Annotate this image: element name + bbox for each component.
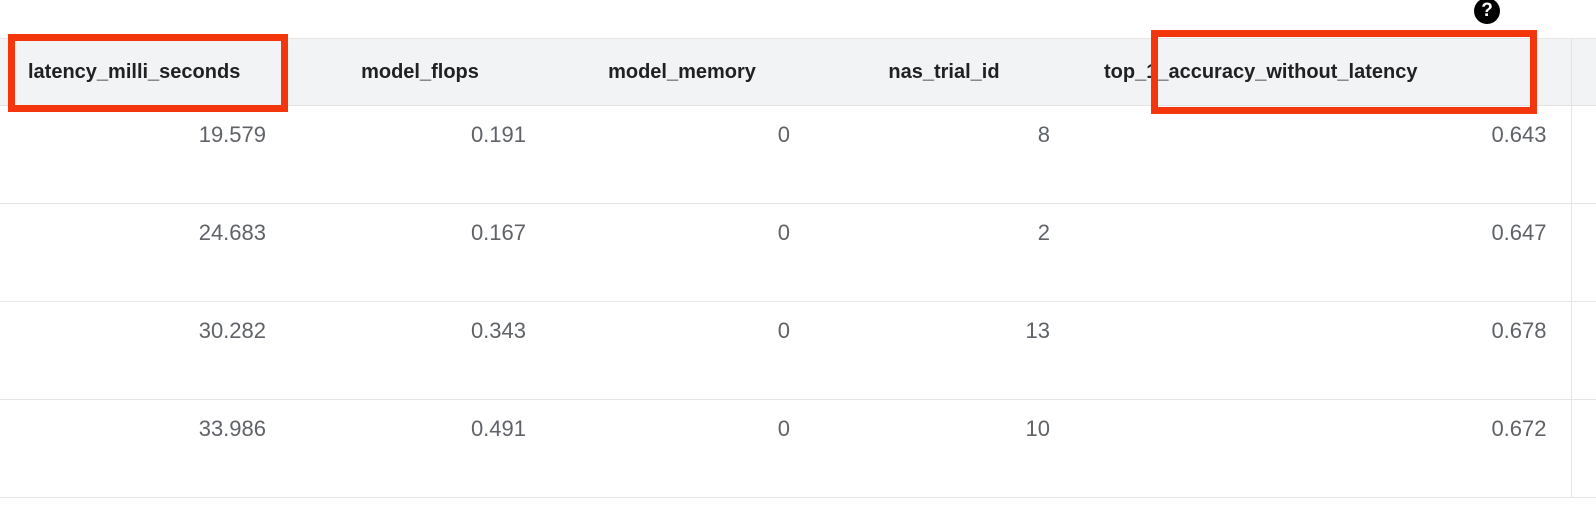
cell-nas-trial-id: 13 (814, 301, 1074, 400)
cell-model-memory: 0 (550, 203, 814, 302)
column-header-nas-trial-id[interactable]: nas_trial_id (814, 38, 1074, 106)
table-row[interactable]: 24.683 0.167 0 2 0.647 (0, 203, 1596, 302)
cell-nas-trial-id: 8 (814, 105, 1074, 204)
column-header-model-flops[interactable]: model_flops (290, 38, 550, 106)
results-table: latency_milli_seconds model_flops model_… (0, 38, 1596, 498)
cell-spacer (1571, 301, 1596, 400)
column-header-model-memory[interactable]: model_memory (550, 38, 814, 106)
table-row[interactable]: 30.282 0.343 0 13 0.678 (0, 301, 1596, 400)
cell-nas-trial-id: 10 (814, 399, 1074, 498)
cell-nas-trial-id: 2 (814, 203, 1074, 302)
cell-top-1-accuracy: 0.678 (1074, 301, 1572, 400)
table-body: 19.579 0.191 0 8 0.643 24.683 0.167 0 2 … (0, 105, 1596, 498)
table-header-row: latency_milli_seconds model_flops model_… (0, 38, 1596, 106)
cell-model-flops: 0.491 (290, 399, 550, 498)
cell-model-memory: 0 (550, 105, 814, 204)
help-icon[interactable]: ? (1474, 0, 1500, 24)
cell-model-flops: 0.191 (290, 105, 550, 204)
cell-top-1-accuracy: 0.647 (1074, 203, 1572, 302)
cell-spacer (1571, 105, 1596, 204)
cell-latency-milli-seconds: 33.986 (0, 399, 290, 498)
cell-model-flops: 0.167 (290, 203, 550, 302)
column-header-latency-milli-seconds[interactable]: latency_milli_seconds (0, 38, 290, 106)
cell-top-1-accuracy: 0.672 (1074, 399, 1572, 498)
cell-latency-milli-seconds: 19.579 (0, 105, 290, 204)
column-header-top-1-accuracy-without-latency[interactable]: top_1_accuracy_without_latency (1074, 38, 1572, 106)
cell-latency-milli-seconds: 24.683 (0, 203, 290, 302)
column-header-spacer (1571, 38, 1596, 106)
cell-latency-milli-seconds: 30.282 (0, 301, 290, 400)
cell-model-flops: 0.343 (290, 301, 550, 400)
cell-model-memory: 0 (550, 399, 814, 498)
cell-spacer (1571, 203, 1596, 302)
table-row[interactable]: 19.579 0.191 0 8 0.643 (0, 105, 1596, 204)
cell-spacer (1571, 399, 1596, 498)
cell-top-1-accuracy: 0.643 (1074, 105, 1572, 204)
table-row[interactable]: 33.986 0.491 0 10 0.672 (0, 399, 1596, 498)
table-header: latency_milli_seconds model_flops model_… (0, 38, 1596, 106)
cell-model-memory: 0 (550, 301, 814, 400)
